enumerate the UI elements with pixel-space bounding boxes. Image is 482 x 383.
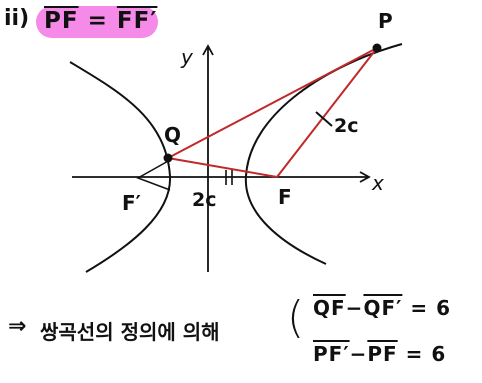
heading-equation: PF = FF′ [44, 8, 157, 34]
y-axis-arrow [202, 44, 214, 56]
eq1-minus: − [345, 296, 364, 320]
implies-arrow: ⇒ [8, 314, 27, 339]
segment-pf [276, 47, 378, 178]
label-pf-length: 2c [334, 115, 358, 137]
label-fprime: F′ [122, 191, 141, 215]
eq2-term-b: PF [367, 342, 398, 366]
heading-rhs: FF′ [116, 8, 158, 34]
segment-qp [167, 47, 378, 159]
heading-equals: = [87, 8, 108, 34]
highlight-marker [36, 6, 158, 38]
case-label: ii) [4, 6, 30, 31]
eq2-value: 6 [431, 342, 447, 366]
label-fprime-f-length: 2c [192, 189, 216, 211]
segment-qf [167, 157, 278, 178]
fprime-angle-mark [136, 159, 171, 191]
definition-statement: 쌍곡선의 정의에 의해 [40, 320, 220, 344]
x-axis-label: x [371, 171, 384, 195]
eq1-equals: = [410, 296, 429, 320]
pf-tick-mark [315, 111, 333, 127]
eq1-value: 6 [436, 296, 451, 320]
eq1-term-b: QF′ [363, 296, 403, 320]
y-axis-label: y [180, 45, 194, 69]
hyperbola-left-branch [69, 61, 172, 273]
system-bracket: ( [287, 292, 305, 343]
eq1-term-a: QF [313, 296, 346, 320]
heading-lhs: PF [44, 8, 79, 34]
label-f: F [278, 185, 292, 209]
point-p [372, 43, 382, 53]
equation-pf: PF′−PF = 6 [313, 342, 446, 366]
equation-qf: QF−QF′ = 6 [313, 296, 451, 320]
eq2-equals: = [405, 342, 424, 366]
eq2-minus: − [349, 342, 368, 366]
eq2-term-a: PF′ [313, 342, 350, 366]
point-q [163, 153, 173, 163]
label-p: P [378, 9, 393, 33]
label-q: Q [164, 123, 181, 147]
x-axis-arrow [359, 171, 371, 183]
